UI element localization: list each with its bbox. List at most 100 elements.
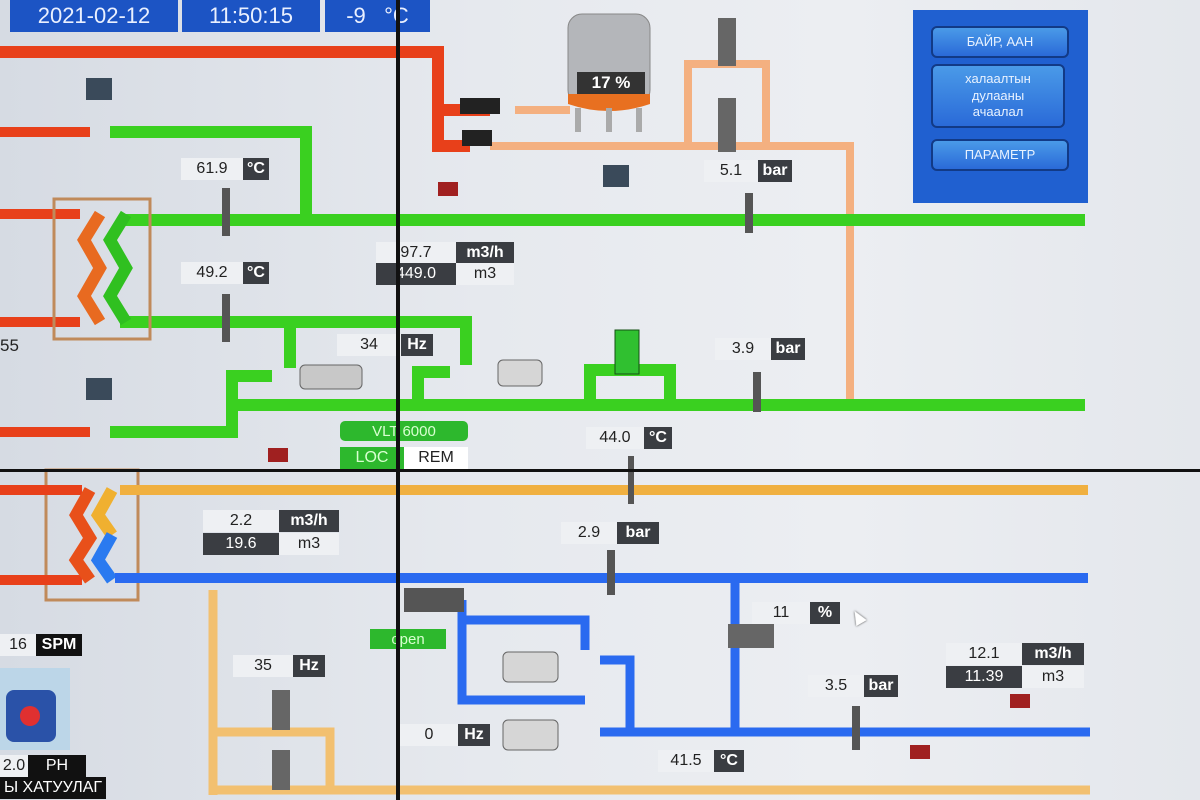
heating-load-button[interactable]: халаалтын дулааны ачаалал: [931, 64, 1065, 128]
date-display: 2021-02-12: [10, 0, 178, 32]
unit: Hz: [293, 655, 325, 677]
unit: m3: [1022, 666, 1084, 688]
value: 2.0: [0, 755, 28, 777]
pump-2: [497, 359, 543, 387]
unit: bar: [864, 675, 898, 697]
value: 2.9: [561, 522, 617, 544]
value: 2.2: [203, 510, 279, 532]
pump-3: [502, 651, 559, 683]
value: 34: [337, 334, 401, 356]
status-button[interactable]: БАЙР, ААН: [931, 26, 1069, 58]
left-value-label: 55: [0, 336, 19, 355]
nav-panel: БАЙР, ААН халаалтын дулааны ачаалал ПАРА…: [913, 10, 1088, 203]
value: 11.39: [946, 666, 1022, 688]
flowmeter-4: [910, 745, 930, 759]
pipe-warm-return: [490, 106, 854, 400]
unit: °C: [243, 158, 269, 180]
value: 3.5: [808, 675, 864, 697]
unit: °C: [644, 427, 672, 449]
flowmeter-2: [268, 448, 288, 462]
flowmeter-3: [1010, 694, 1030, 708]
value: 61.9: [181, 158, 243, 180]
drive-name-badge[interactable]: VLT 6000: [340, 421, 468, 441]
value: 3.9: [715, 338, 771, 360]
value: 41.5: [658, 750, 714, 772]
tank-level-readout: 17 %: [577, 72, 645, 94]
unit: bar: [617, 522, 659, 544]
unit: Hz: [401, 334, 433, 356]
value: 11: [752, 602, 810, 624]
valve-open-status: open: [370, 629, 446, 649]
pressure-sensor: [745, 193, 753, 233]
pipe-hex1-primary: [0, 209, 80, 327]
parameter-button[interactable]: ПАРАМЕТР: [931, 139, 1069, 171]
outdoor-temp-value: -9: [346, 3, 366, 28]
heat-exchanger-1: [52, 197, 152, 341]
flowmeter-1: [438, 182, 458, 196]
unit: °C: [243, 262, 269, 284]
unit: PH: [28, 755, 86, 777]
value: 5.1: [704, 160, 758, 182]
unit: bar: [758, 160, 792, 182]
pipe-hot-water-return: [208, 590, 1090, 795]
temp-bottom-readout: 41.5°C: [658, 750, 744, 772]
value: 49.2: [181, 262, 243, 284]
unit: m3/h: [279, 510, 339, 532]
actuator-valve-3: [603, 165, 629, 187]
pipe-green-pump: [110, 364, 1085, 438]
pump-4: [502, 719, 559, 751]
time-display: 11:50:15: [182, 0, 320, 32]
vfd-drive: [614, 329, 640, 375]
value: 449.0: [376, 263, 456, 285]
pipe-hot-supply: [0, 46, 490, 116]
valve-vertical-1: [718, 18, 736, 66]
supply-temp-readout: 61.9°C: [181, 158, 269, 180]
return-temp-readout: 49.2°C: [181, 262, 269, 284]
unit: bar: [771, 338, 805, 360]
pipe-cold-pumps: [457, 578, 1090, 737]
value: 12.1: [946, 643, 1022, 665]
dosing-label: Ы ХАТУУЛАГ: [0, 777, 106, 799]
temp-sensor: [222, 188, 230, 236]
loc-button[interactable]: LOC: [340, 447, 404, 469]
value: 19.6: [203, 533, 279, 555]
control-valve: [728, 624, 774, 648]
valve-position-readout: 11%: [752, 602, 840, 624]
unit: %: [810, 602, 840, 624]
unit: m3/h: [456, 242, 514, 264]
temp-mid-readout: 44.0°C: [586, 427, 672, 449]
value: 44.0: [586, 427, 644, 449]
pump-1: [299, 364, 363, 390]
actuator-valve-2: [86, 378, 112, 400]
pipe-green-supply: [110, 126, 1085, 226]
unit: Hz: [458, 724, 490, 746]
actuator-valve-1: [86, 78, 112, 100]
rem-button[interactable]: REM: [404, 447, 468, 469]
screen-divider-horizontal: [0, 469, 1200, 472]
value: 35: [233, 655, 293, 677]
outdoor-temp-display: -9 °C: [325, 0, 430, 32]
value: 16: [0, 634, 36, 656]
unit: m3: [456, 263, 514, 285]
value: 97.7: [376, 242, 456, 264]
pipe-hot-branch: [432, 100, 470, 152]
unit: °C: [714, 750, 744, 772]
unit: m3/h: [1022, 643, 1084, 665]
unit: SPM: [36, 634, 82, 656]
actuator-valve-4: [404, 588, 464, 612]
screen-divider-vertical: [396, 0, 400, 800]
